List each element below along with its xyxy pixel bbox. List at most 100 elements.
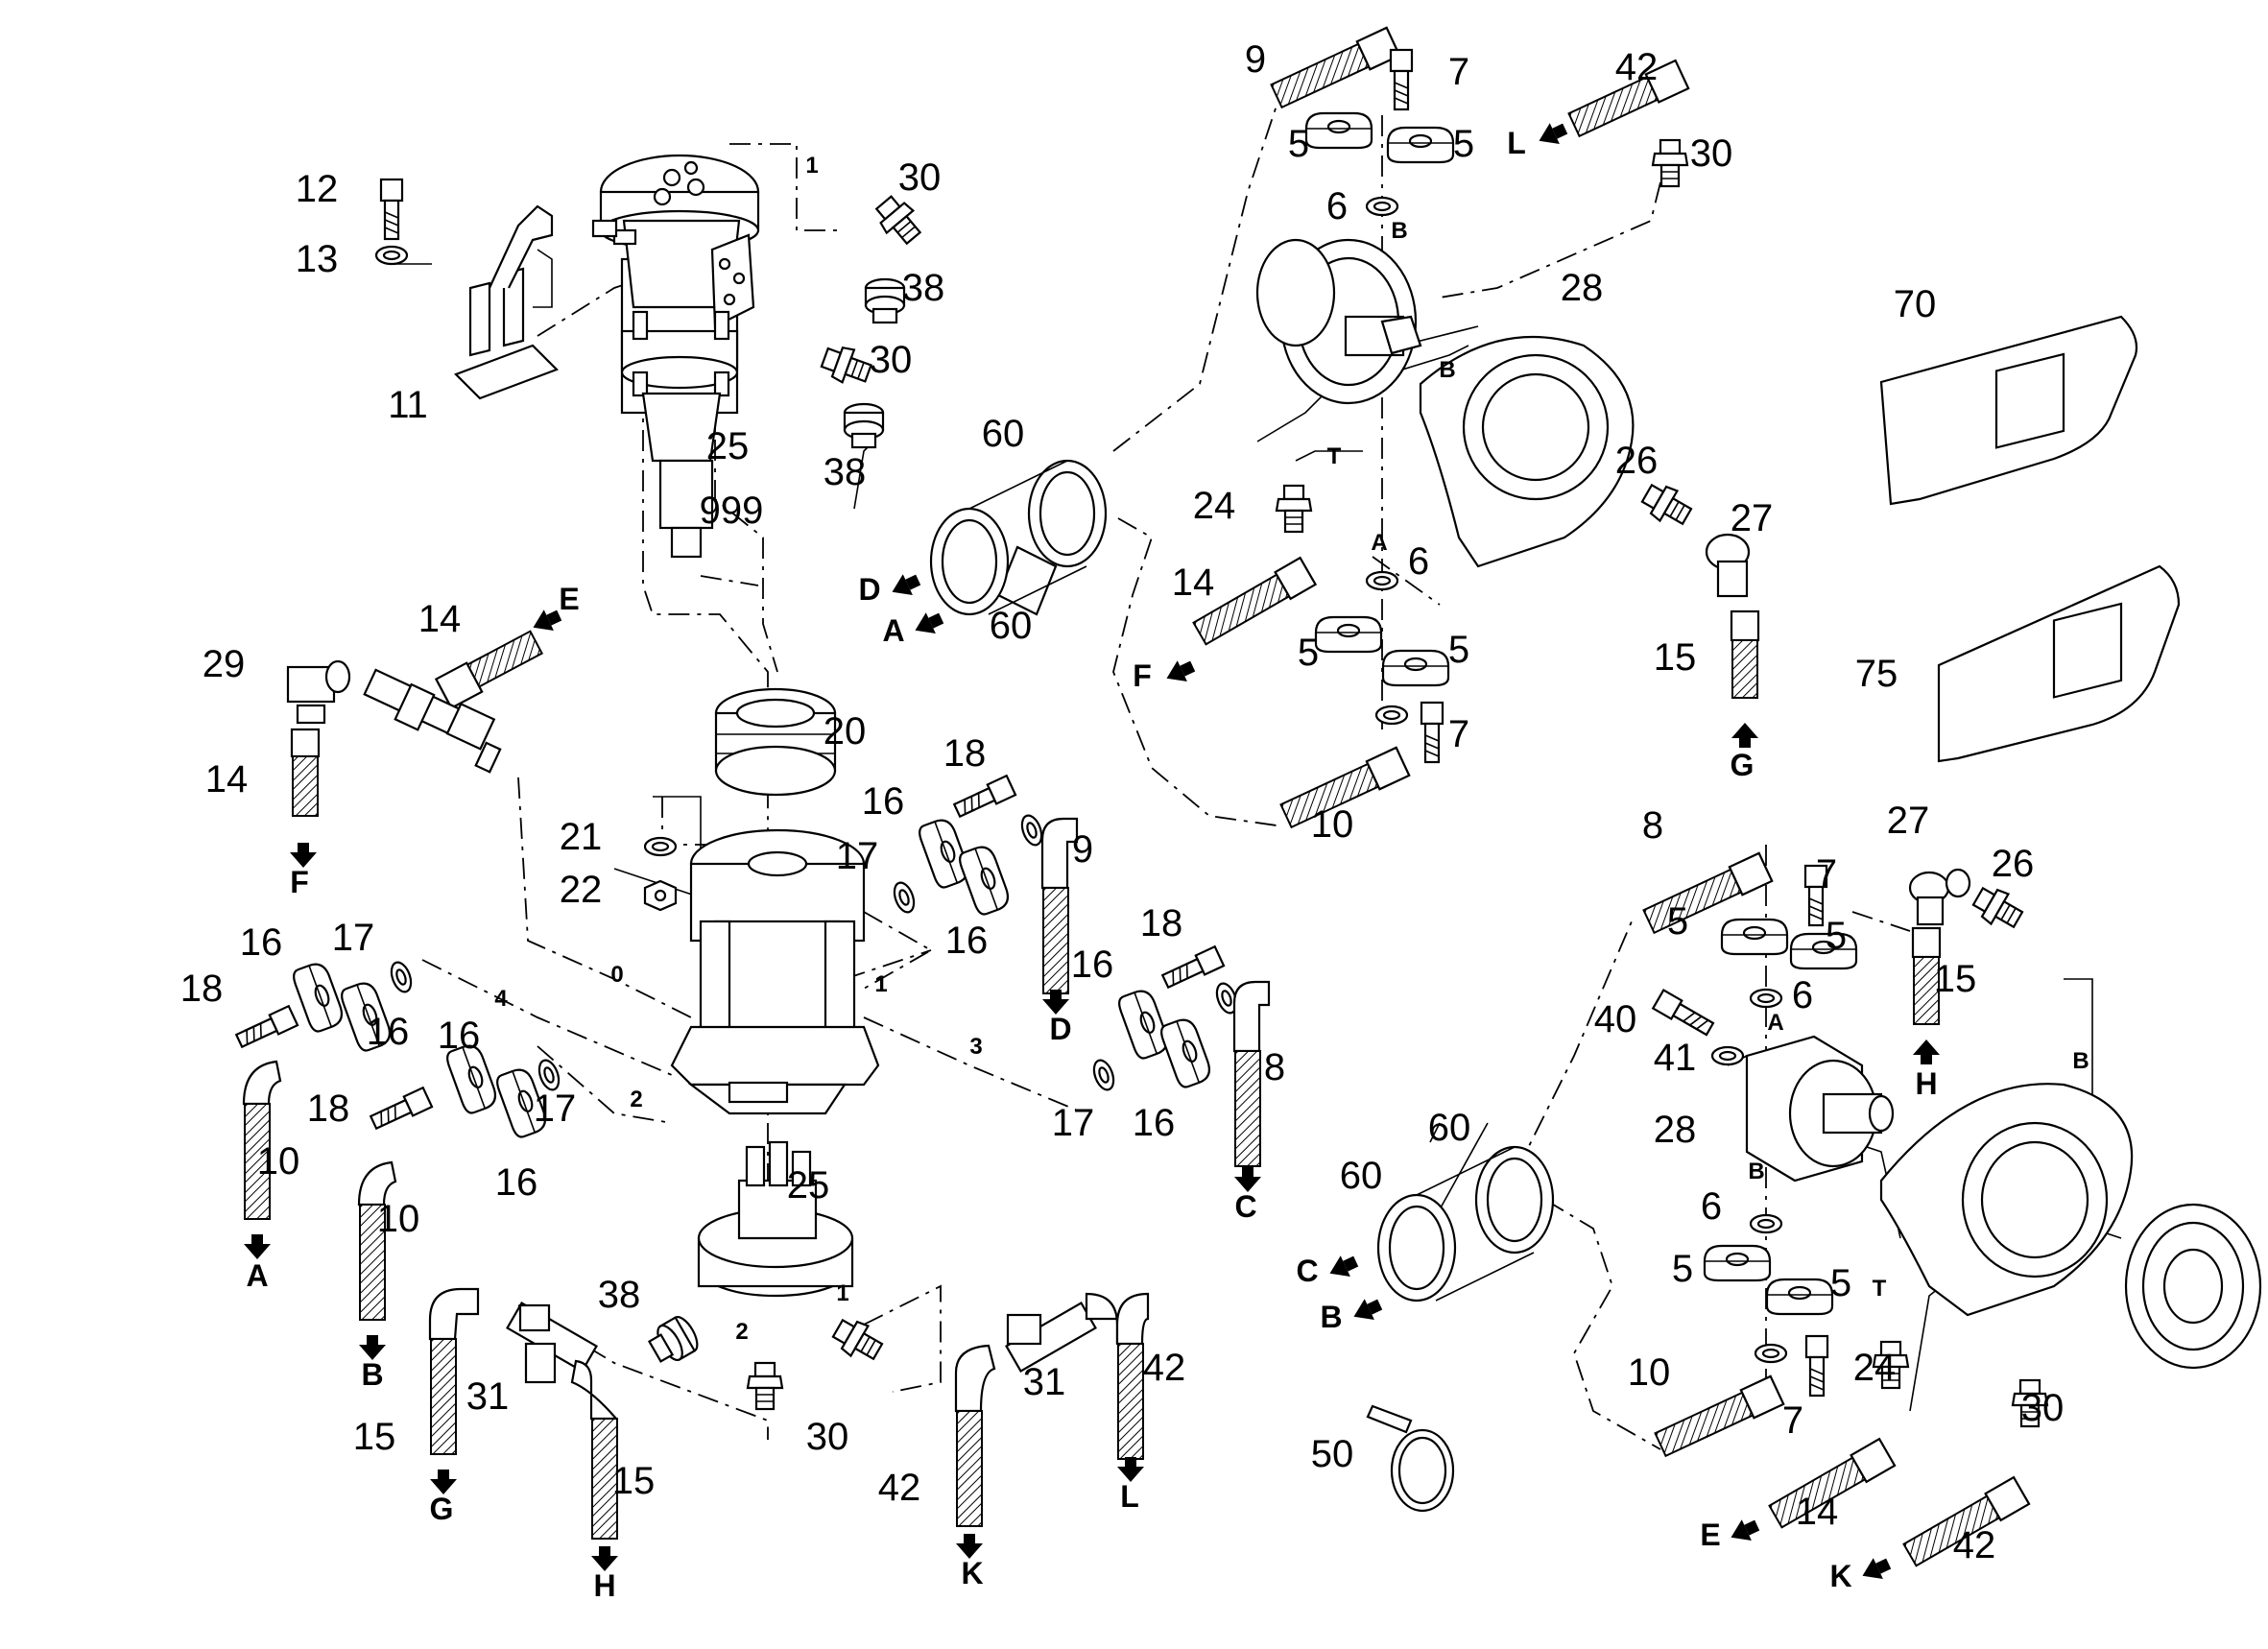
- port-letter: H: [593, 1568, 615, 1603]
- part-callout-number: 5: [1448, 629, 1469, 671]
- line-label: 1: [805, 153, 818, 179]
- part-callout-number: 30: [2021, 1387, 2065, 1429]
- hose-14-lower: [1768, 1437, 1897, 1529]
- port-letter: F: [290, 865, 309, 899]
- hose-10-lower: [1654, 1374, 1785, 1458]
- part-callout-number: 10: [377, 1198, 420, 1240]
- part-callout-number: 6: [1408, 540, 1429, 583]
- hose-10-to-A: [242, 1060, 282, 1220]
- fitting-30-upper: [869, 190, 928, 251]
- part-callout-number: 7: [1816, 852, 1837, 895]
- oring-6-lower: [1374, 705, 1409, 726]
- part-callout-number: 28: [1654, 1109, 1697, 1151]
- washer-21: [643, 836, 678, 857]
- part-callout-number: 999: [700, 490, 764, 532]
- part-callout-number: 17: [332, 917, 375, 959]
- part-callout-number: 16: [1133, 1102, 1176, 1144]
- part-callout-number: 50: [1311, 1433, 1354, 1475]
- hose-14-to-E: [434, 630, 544, 710]
- part-callout-number: 24: [1853, 1347, 1897, 1389]
- part-callout-number: 17: [1052, 1102, 1095, 1144]
- clamp-assembly-right-upper: [889, 775, 1047, 918]
- part-callout-number: 30: [1690, 132, 1733, 175]
- part-callout-number: 5: [1672, 1248, 1693, 1290]
- hose-15-to-H: [570, 1359, 619, 1540]
- part-callout-number: 10: [1628, 1351, 1671, 1394]
- hose-8-to-C: [1232, 980, 1271, 1167]
- part-callout-number: 41: [1654, 1037, 1697, 1079]
- part-callout-number: 28: [1561, 267, 1604, 309]
- track-frame-lower: [1879, 1083, 2134, 1317]
- clamp-5-lower-left: [1720, 918, 1789, 956]
- part-callout-number: 60: [982, 413, 1025, 455]
- part-callout-number: 42: [878, 1467, 921, 1509]
- cover-plate-70: [1879, 315, 2138, 506]
- part-callout-number: 27: [1887, 800, 1930, 842]
- hose-15-to-H-right: [1911, 926, 1942, 1025]
- part-callout-number: 30: [806, 1416, 849, 1458]
- swivel-joint-upper: [591, 154, 760, 559]
- rotary-coupling-60-upper: [929, 459, 1108, 616]
- part-callout-number: 15: [353, 1416, 396, 1458]
- part-callout-number: 40: [1594, 998, 1637, 1040]
- cover-plate-75: [1937, 564, 2181, 763]
- port-letter: K: [961, 1556, 983, 1590]
- part-callout-number: 20: [824, 710, 867, 753]
- part-callout-number: 31: [1023, 1361, 1066, 1403]
- sprocket-lower: [2124, 1203, 2262, 1370]
- part-callout-number: 21: [560, 816, 603, 858]
- port-letter: G: [1731, 748, 1755, 782]
- line-label: 4: [494, 986, 508, 1012]
- part-callout-number: 42: [1143, 1347, 1186, 1389]
- part-callout-number: 60: [990, 605, 1033, 647]
- port-letter: B: [1320, 1300, 1342, 1334]
- part-callout-number: 5: [1830, 1262, 1851, 1304]
- part-callout-number: 16: [862, 780, 905, 823]
- elbow-27-upper: [1705, 533, 1751, 598]
- part-callout-number: 30: [870, 339, 913, 381]
- oring-6-upper: [1365, 196, 1399, 217]
- bolt-40: [1652, 989, 1717, 1040]
- part-callout-number: 5: [1288, 123, 1309, 165]
- tee-31-left: [506, 1302, 598, 1384]
- rotor-body: [670, 828, 880, 1115]
- part-callout-number: 6: [1326, 185, 1348, 227]
- part-callout-number: 9: [1245, 38, 1266, 81]
- final-drive-upper-sprocket: [1255, 238, 1422, 405]
- port-letter: D: [1049, 1012, 1071, 1046]
- callout-numbers: 1213113038303825999606014291420212218161…: [180, 38, 2065, 1566]
- part-callout-number: 60: [1340, 1155, 1383, 1197]
- line-label: B: [1391, 218, 1407, 244]
- hose-14-upper: [1192, 556, 1318, 646]
- port-letter: B: [361, 1357, 383, 1392]
- part-callout-number: 14: [418, 598, 462, 640]
- port-letter: L: [1120, 1479, 1139, 1514]
- line-label: 2: [630, 1087, 642, 1112]
- line-label: 0: [610, 962, 623, 988]
- bolt-7-bottom: [1804, 1334, 1829, 1398]
- part-callout-number: 6: [1701, 1185, 1722, 1228]
- part-callout-number: 5: [1826, 915, 1847, 957]
- clamp-5-bottom-right: [1765, 1278, 1834, 1316]
- nut-22: [643, 879, 678, 912]
- part-callout-number: 7: [1782, 1399, 1803, 1442]
- washer-13: [374, 245, 409, 266]
- part-callout-number: 27: [1731, 497, 1774, 539]
- oring-6-lower-upper: [1749, 988, 1783, 1009]
- oring-6-bottom: [1754, 1343, 1788, 1364]
- clamp-5-mid-left: [1314, 615, 1383, 654]
- part-callout-number: 18: [1140, 902, 1183, 944]
- line-label: B: [2072, 1048, 2089, 1074]
- port-letter: E: [559, 582, 579, 616]
- clamp-5-upper-right: [1386, 126, 1455, 164]
- elbow-29: [286, 659, 351, 725]
- bolt-12: [379, 178, 404, 241]
- part-callout-number: 16: [1071, 944, 1114, 986]
- hose-10-upper: [1279, 746, 1411, 829]
- tee-31-right: [1005, 1302, 1097, 1373]
- line-label: A: [1371, 530, 1387, 556]
- plug-38-upper: [864, 277, 906, 324]
- line-label: 2: [735, 1319, 748, 1345]
- part-callout-number: 14: [1172, 562, 1215, 604]
